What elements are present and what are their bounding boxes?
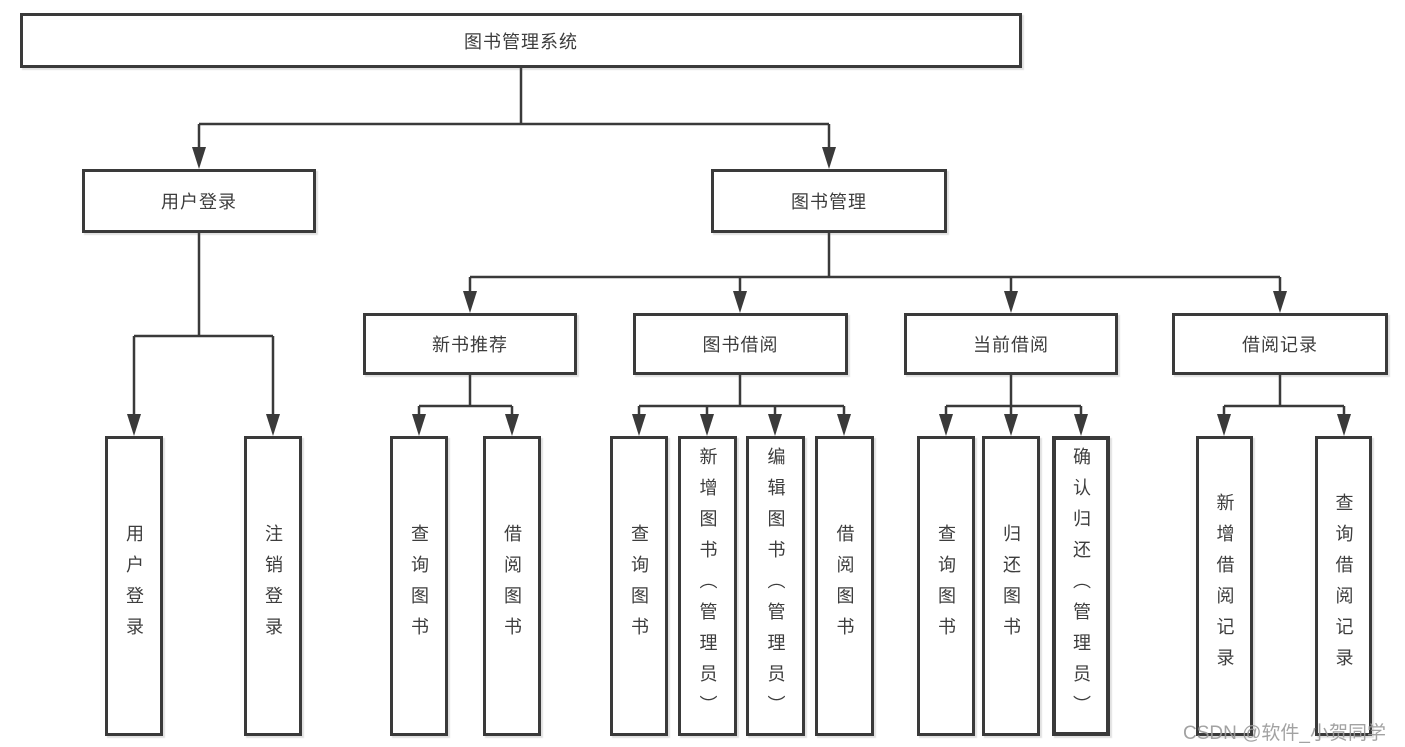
node-label: 借阅图书 (834, 524, 855, 648)
node-label: 图书借阅 (702, 335, 779, 355)
leaf-add-books-admin: 新增图书（管理员） (678, 436, 737, 736)
node-new-book-recommendation: 新书推荐 (363, 313, 577, 375)
leaf-borrow-books-newrec: 借阅图书 (483, 436, 541, 736)
csdn-watermark: CSDN @软件_小贺同学 (1183, 723, 1386, 744)
leaf-query-borrowing-record: 查询借阅记录 (1315, 436, 1372, 736)
node-label: 借阅图书 (502, 524, 522, 648)
node-label: 新增借阅记录 (1214, 493, 1235, 679)
node-label: 当前借阅 (973, 335, 1049, 355)
leaf-add-borrowing-record: 新增借阅记录 (1196, 436, 1253, 736)
node-label: 归还图书 (1001, 524, 1021, 648)
leaf-logout: 注销登录 (244, 436, 302, 736)
leaf-user-login: 用户登录 (105, 436, 163, 736)
node-label: 查询借阅记录 (1333, 493, 1354, 679)
leaf-edit-books-admin: 编辑图书（管理员） (746, 436, 805, 736)
node-label: 确认归还（管理员） (1071, 446, 1091, 726)
node-label: 图书管理 (791, 192, 867, 212)
node-book-management: 图书管理 (711, 169, 947, 233)
node-label: 查询图书 (409, 524, 429, 648)
leaf-query-books-newrec: 查询图书 (390, 436, 448, 736)
leaf-borrow-books: 借阅图书 (815, 436, 874, 736)
node-current-borrowing: 当前借阅 (904, 313, 1118, 375)
node-label: 借阅记录 (1242, 335, 1318, 355)
node-borrowing-records: 借阅记录 (1172, 313, 1388, 375)
node-label: 注销登录 (263, 524, 283, 648)
leaf-query-books-current: 查询图书 (917, 436, 975, 736)
leaf-query-books-borrow: 查询图书 (610, 436, 668, 736)
leaf-return-books: 归还图书 (982, 436, 1040, 736)
node-label: 新书推荐 (432, 335, 508, 355)
node-label: 编辑图书（管理员） (765, 446, 786, 726)
node-user-login: 用户登录 (82, 169, 316, 233)
node-book-borrowing: 图书借阅 (633, 313, 848, 375)
node-label: 新增图书（管理员） (697, 446, 718, 726)
node-label: 查询图书 (936, 524, 956, 648)
leaf-confirm-return-admin: 确认归还（管理员） (1052, 436, 1110, 736)
node-label: 用户登录 (161, 192, 237, 212)
node-label: 查询图书 (629, 524, 649, 648)
node-label: 用户登录 (124, 524, 144, 648)
node-library-system: 图书管理系统 (20, 13, 1022, 68)
node-label: 图书管理系统 (464, 31, 578, 52)
